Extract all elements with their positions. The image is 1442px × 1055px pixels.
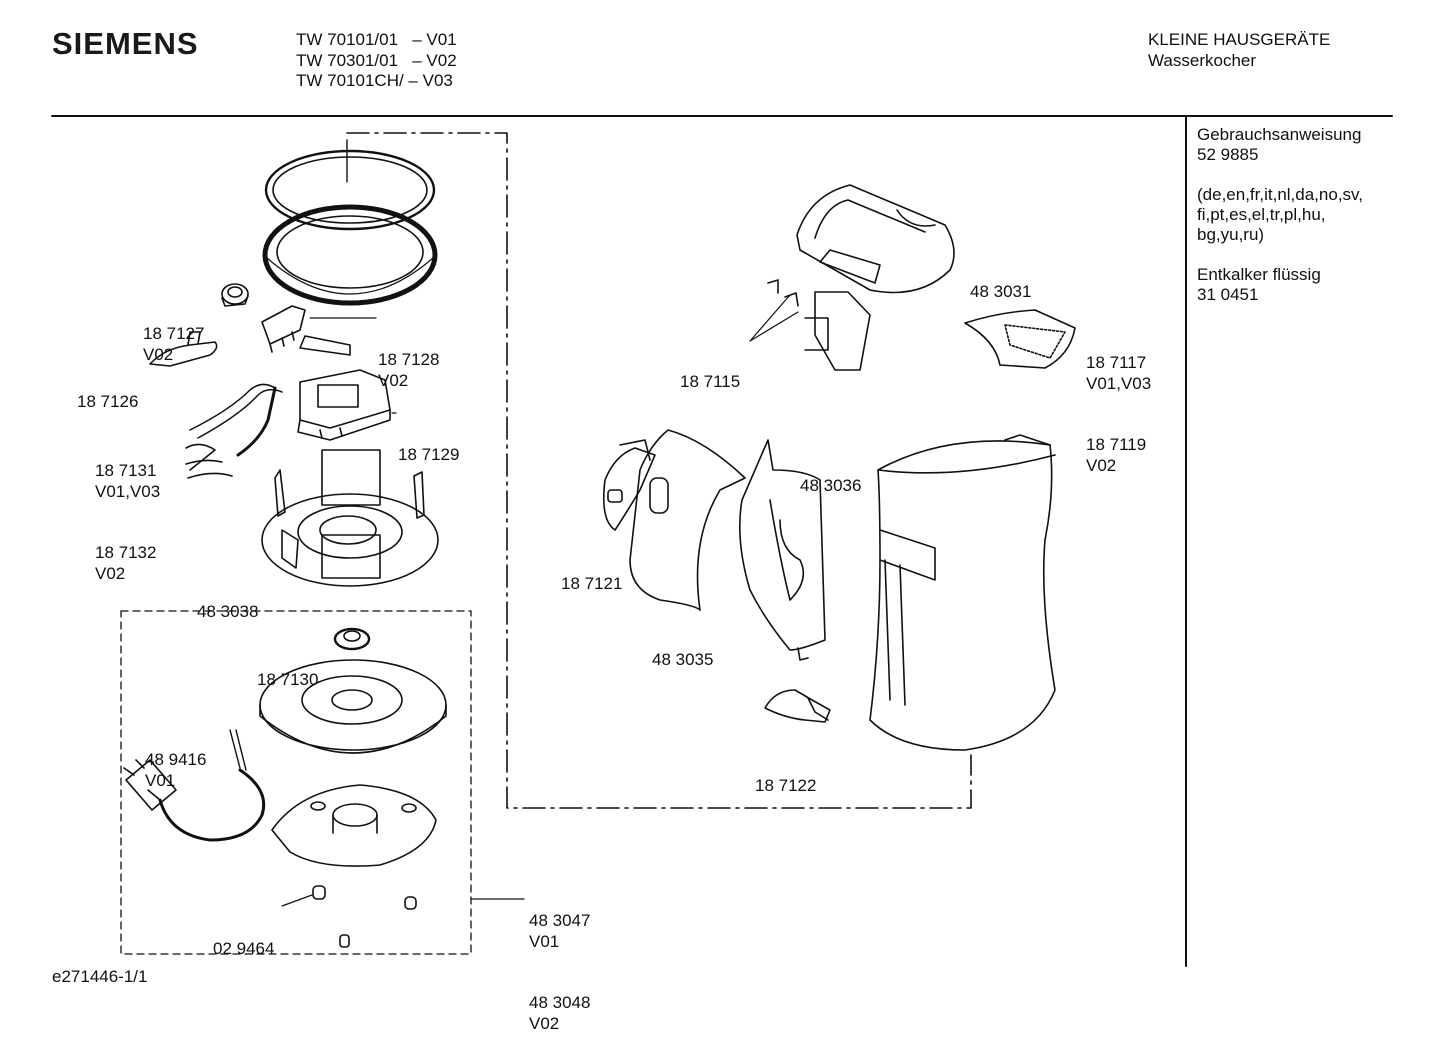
gear-part <box>333 627 371 651</box>
label-187129: 18 7129 <box>398 445 460 464</box>
power-cord-part <box>123 729 266 842</box>
wire-harness-part <box>185 383 283 479</box>
switch-bracket-part <box>261 305 377 356</box>
hinge-part <box>749 279 871 371</box>
label-483036: 48 3036 <box>800 476 862 495</box>
manual-label: Gebrauchsanweisung <box>1197 125 1362 144</box>
manual-number: 52 9885 <box>1197 145 1259 164</box>
assembly-boundary <box>346 132 972 809</box>
category-subtitle: Wasserkocher <box>1148 50 1257 70</box>
model-line: TW 70301/01 – V02 <box>296 50 457 70</box>
label-483035: 48 3035 <box>652 650 714 669</box>
base-cover-part <box>259 659 447 754</box>
side-panel: Gebrauchsanweisung 52 9885 (de,en,fr,it,… <box>1197 125 1363 305</box>
descaler-label: Entkalker flüssig <box>1197 265 1321 284</box>
languages-line: bg,yu,ru) <box>1197 225 1265 244</box>
kettle-body-part <box>869 434 1056 751</box>
lid-ring-part <box>262 204 438 306</box>
handle-cover-part <box>629 429 746 611</box>
model-line: TW 70101CH/ – V03 <box>296 71 453 90</box>
exploded-parts-diagram <box>51 115 1393 967</box>
languages-line: (de,en,fr,it,nl,da,no,sv, <box>1197 185 1363 204</box>
label-029464: 02 9464 <box>213 939 275 958</box>
thermostat-part <box>297 369 397 441</box>
label-483031: 48 3031 <box>970 282 1032 301</box>
latch-part <box>764 689 831 723</box>
label-187130: 18 7130 <box>257 670 319 689</box>
handle-part <box>738 439 826 661</box>
lid-part <box>796 184 955 294</box>
category-title: KLEINE HAUSGERÄTE <box>1148 30 1331 49</box>
languages-line: fi,pt,es,el,tr,pl,hu, <box>1197 205 1326 224</box>
brand-logo: SIEMENS <box>52 26 199 61</box>
label-187115: 18 7115 <box>680 372 741 391</box>
label-187122: 18 7122 <box>755 776 817 795</box>
label-187126: 18 7126 <box>77 392 139 411</box>
switch-lever-part <box>149 331 218 367</box>
model-list: TW 70101/01 – V01 TW 70301/01 – V02 TW 7… <box>296 30 457 92</box>
label-187121: 18 7121 <box>561 574 623 593</box>
label-483038: 48 3038 <box>197 602 259 621</box>
seal-ring-part <box>264 149 436 231</box>
descaler-number: 31 0451 <box>1197 285 1259 304</box>
base-station-box <box>120 610 472 955</box>
filter-part <box>964 309 1076 369</box>
heating-base-part <box>261 449 439 587</box>
base-plate-part <box>271 784 437 867</box>
knob-part <box>221 283 249 307</box>
rubber-feet-part <box>281 885 417 948</box>
document-id: e271446-1/1 <box>52 967 148 986</box>
model-line: TW 70101/01 – V01 <box>296 30 457 49</box>
category-block: KLEINE HAUSGERÄTE Wasserkocher <box>1148 30 1330 71</box>
